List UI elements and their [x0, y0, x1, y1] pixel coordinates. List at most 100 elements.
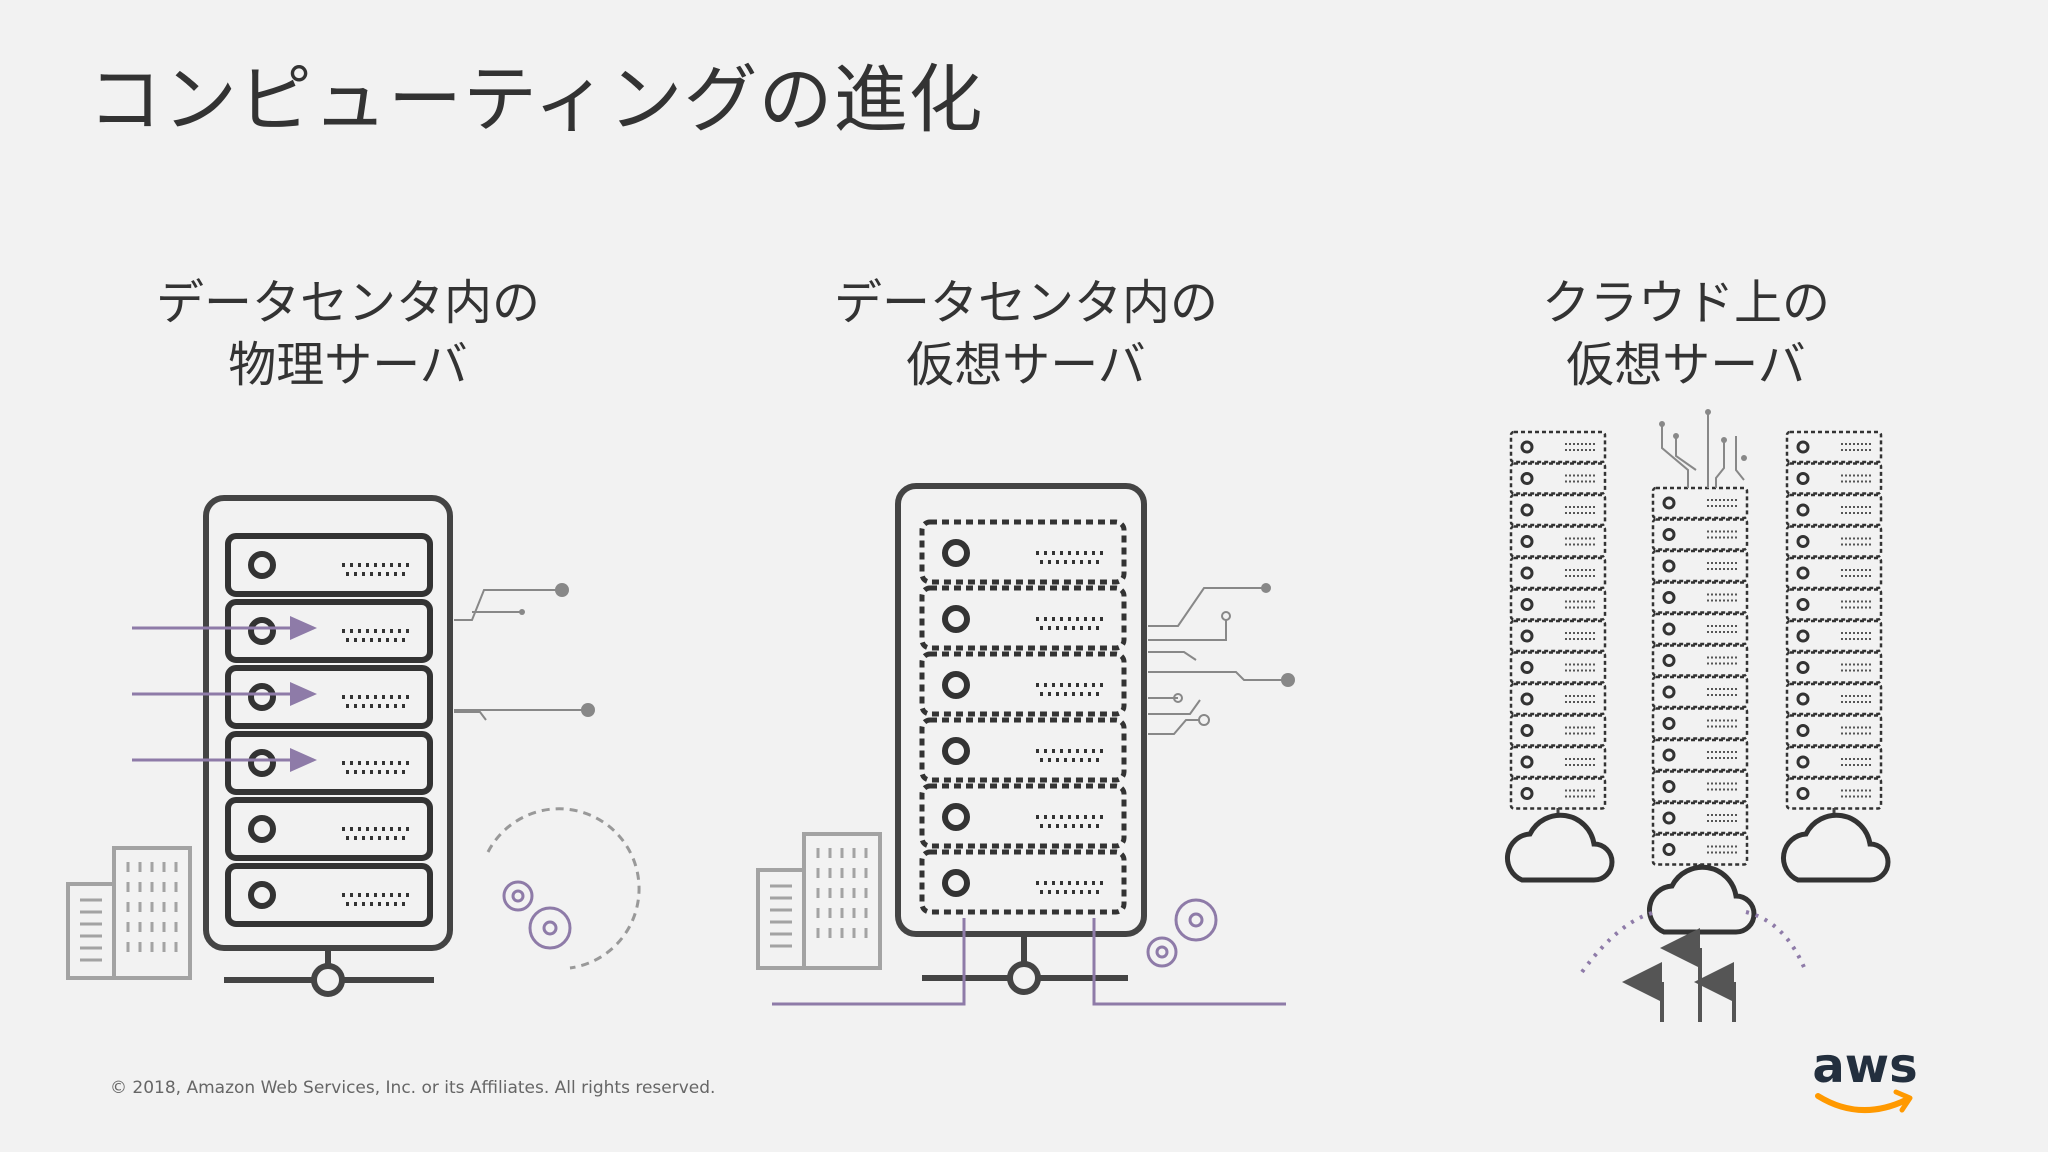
column-label-line1: クラウド上の	[1541, 275, 1830, 331]
power-button-icon	[1662, 717, 1676, 730]
column-label-line1: データセンタ内の	[155, 275, 540, 331]
power-button-icon	[1796, 503, 1810, 517]
circuit-lines	[454, 589, 588, 721]
power-button-icon	[1520, 692, 1534, 706]
server-unit	[1509, 430, 1607, 464]
server-unit	[1651, 612, 1749, 646]
server-unit	[1785, 682, 1883, 716]
server-unit	[1509, 462, 1607, 495]
server-unit	[1785, 777, 1883, 810]
power-button-icon	[1662, 591, 1676, 604]
power-button-icon	[1796, 755, 1810, 769]
server-unit	[1785, 619, 1883, 653]
server-unit	[1785, 651, 1883, 684]
power-button-icon	[1520, 472, 1534, 485]
power-button-icon	[1520, 598, 1534, 611]
power-button-icon	[1662, 496, 1676, 510]
server-unit	[1785, 493, 1883, 527]
column-label-line2: 物理サーバ	[228, 337, 468, 393]
server-rack-icon	[895, 483, 1147, 937]
column-label-virtual: データセンタ内の 仮想サーバ	[766, 272, 1286, 396]
column-label-cloud: クラウド上の 仮想サーバ	[1426, 272, 1946, 396]
server-unit	[1509, 493, 1607, 527]
power-button-icon	[1662, 748, 1676, 762]
server-unit	[1785, 430, 1883, 464]
server-unit	[1509, 777, 1607, 810]
power-button-icon	[1662, 528, 1676, 541]
server-stack-center	[1651, 486, 1749, 866]
power-button-icon	[1520, 755, 1534, 769]
server-unit	[1785, 714, 1883, 747]
cloud-server-illustration	[1504, 409, 1891, 1022]
power-button-icon	[1662, 780, 1676, 793]
server-unit	[1785, 556, 1883, 590]
server-unit	[1509, 588, 1607, 621]
power-button-icon	[1796, 440, 1810, 454]
cloud-icon	[1646, 864, 1757, 935]
column-label-line2: 仮想サーバ	[906, 337, 1146, 393]
power-button-icon	[1520, 503, 1534, 517]
power-button-icon	[1662, 685, 1676, 699]
server-unit	[1509, 682, 1607, 716]
cloud-icon	[1504, 812, 1615, 883]
slide-title: コンピューティングの進化	[88, 57, 984, 143]
power-button-icon	[1796, 787, 1810, 800]
workload-arrows	[132, 616, 317, 772]
cloud-icon	[1780, 812, 1891, 883]
server-unit	[1785, 462, 1883, 495]
virtual-server-units	[919, 519, 1127, 915]
column-label-line2: 仮想サーバ	[1566, 337, 1806, 393]
server-stack-right	[1785, 430, 1883, 810]
office-building-icon	[66, 846, 192, 980]
power-button-icon	[1796, 724, 1810, 737]
server-unit	[1651, 801, 1749, 835]
power-button-icon	[1662, 622, 1676, 636]
gears-icon	[486, 807, 641, 970]
server-unit	[1651, 770, 1749, 803]
server-unit	[1509, 651, 1607, 684]
power-button-icon	[1520, 724, 1534, 737]
power-button-icon	[1662, 811, 1676, 825]
server-unit	[1651, 675, 1749, 709]
aws-logo: aws	[1810, 1040, 1920, 1116]
network-connector-icon	[922, 934, 1128, 995]
upload-arrows	[1622, 928, 1736, 1022]
server-unit	[1509, 714, 1607, 747]
power-button-icon	[1520, 535, 1534, 548]
server-unit	[1509, 556, 1607, 590]
circuit-lines	[1661, 412, 1745, 488]
physical-server-illustration	[66, 495, 641, 997]
server-unit	[1651, 486, 1749, 520]
power-button-icon	[1520, 440, 1534, 454]
column-label-physical: データセンタ内の 物理サーバ	[88, 272, 608, 396]
power-button-icon	[1796, 535, 1810, 548]
virtual-network-lines	[772, 918, 1286, 1006]
server-unit	[1509, 619, 1607, 653]
gears-icon	[1146, 898, 1218, 968]
circuit-lines	[1148, 587, 1288, 735]
server-unit	[1785, 745, 1883, 779]
power-button-icon	[1796, 566, 1810, 580]
server-stack-left	[1509, 430, 1607, 810]
aws-logo-text: aws	[1812, 1038, 1918, 1094]
server-unit	[1785, 525, 1883, 558]
server-unit	[1785, 588, 1883, 621]
network-connector-icon	[224, 948, 434, 997]
power-button-icon	[1662, 843, 1676, 856]
server-unit	[1651, 707, 1749, 740]
server-vents	[342, 563, 410, 906]
server-units	[225, 533, 433, 927]
office-building-icon	[756, 832, 882, 970]
power-button-icon	[1796, 472, 1810, 485]
power-button-icon	[1520, 566, 1534, 580]
power-button-icon	[1796, 629, 1810, 643]
power-button-icon	[1520, 787, 1534, 800]
power-button-icon	[1662, 559, 1676, 573]
power-button-icon	[1520, 629, 1534, 643]
server-unit	[1651, 581, 1749, 614]
copyright-notice: © 2018, Amazon Web Services, Inc. or its…	[110, 1078, 716, 1098]
power-button-icon	[1520, 661, 1534, 674]
power-button-icon	[1662, 654, 1676, 667]
column-label-line1: データセンタ内の	[833, 275, 1218, 331]
